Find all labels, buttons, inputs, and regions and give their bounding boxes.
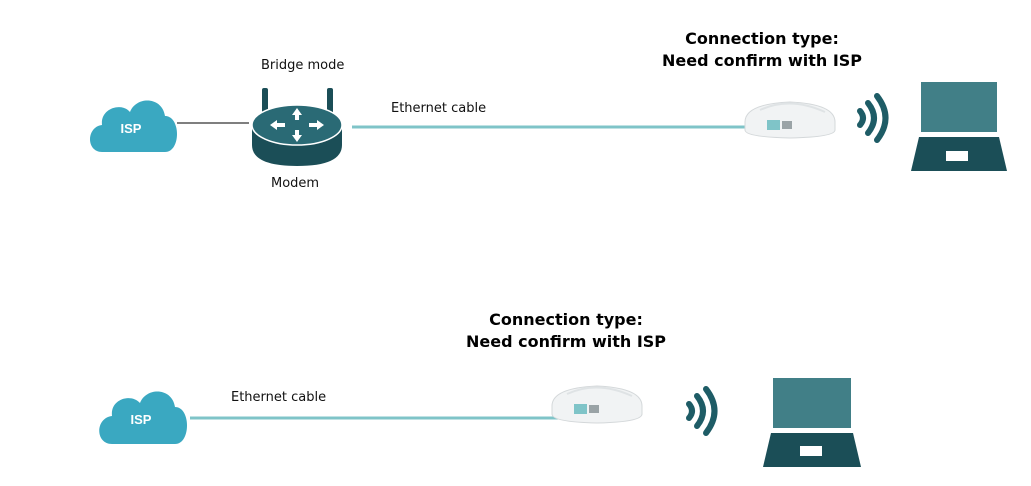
isp-label-top: ISP <box>121 121 142 136</box>
isp-label-bottom: ISP <box>131 412 152 427</box>
laptop-icon-top <box>911 82 1007 171</box>
mesh-unit-icon-bottom <box>551 385 643 424</box>
isp-cloud-icon-top: ISP <box>90 100 177 152</box>
ethernet-cable-label-bottom: Ethernet cable <box>231 390 327 405</box>
modem-label: Modem <box>271 176 320 191</box>
ethernet-cable-label-top: Ethernet cable <box>391 101 487 116</box>
laptop-icon-bottom <box>763 378 861 467</box>
bridge-mode-label: Bridge mode <box>261 58 345 73</box>
mesh-unit-icon-top <box>744 101 836 139</box>
wifi-signal-icon-top <box>857 93 889 143</box>
connection-type-note-top: Need confirm with ISP <box>661 51 863 70</box>
connection-type-note-bottom: Need confirm with ISP <box>465 332 667 351</box>
connection-type-title-bottom: Connection type: <box>489 310 643 329</box>
modem-router-icon <box>251 88 343 166</box>
connection-type-heading-bottom: Connection type: Need confirm with ISP <box>456 309 676 353</box>
isp-cloud-icon-bottom: ISP <box>99 391 187 444</box>
connection-type-heading-top: Connection type: Need confirm with ISP <box>652 28 872 72</box>
connection-type-title-top: Connection type: <box>685 29 839 48</box>
wifi-signal-icon-bottom <box>686 386 718 436</box>
